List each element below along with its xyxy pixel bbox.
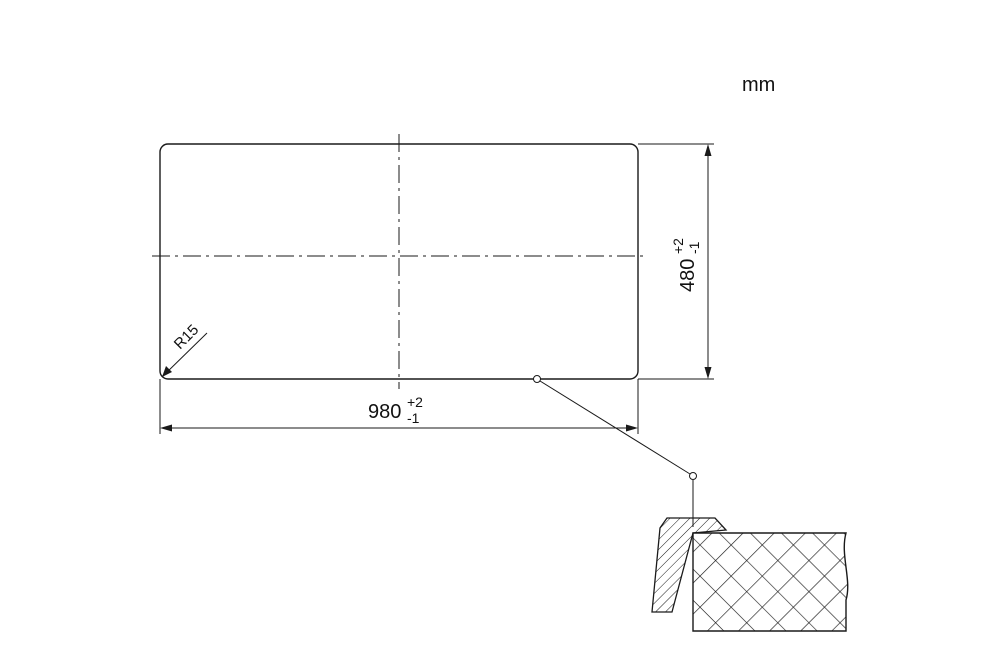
detail-marker-start xyxy=(533,375,541,383)
unit-label: mm xyxy=(742,74,776,96)
detail-marker-end xyxy=(689,472,697,480)
width-value: 980 xyxy=(368,401,401,423)
height-arrow-bottom xyxy=(704,367,712,379)
width-arrow-right xyxy=(626,424,638,432)
height-tolerance-minus: -1 xyxy=(686,241,702,254)
radius-leader-line xyxy=(162,332,208,377)
height-value: 480 xyxy=(677,259,699,292)
height-arrow-top xyxy=(704,144,712,156)
countertop-section xyxy=(692,532,849,632)
radius-arrow xyxy=(162,366,172,377)
height-label: 480 +2 -1 xyxy=(670,238,702,292)
width-arrow-left xyxy=(160,424,172,432)
detail-leader-line xyxy=(539,380,691,475)
width-tolerance-plus: +2 xyxy=(407,394,423,410)
width-tolerance-minus: -1 xyxy=(407,410,420,426)
radius-label: R15 xyxy=(171,321,202,352)
sink-rim-profile xyxy=(651,517,728,613)
height-tolerance-plus: +2 xyxy=(670,238,686,254)
